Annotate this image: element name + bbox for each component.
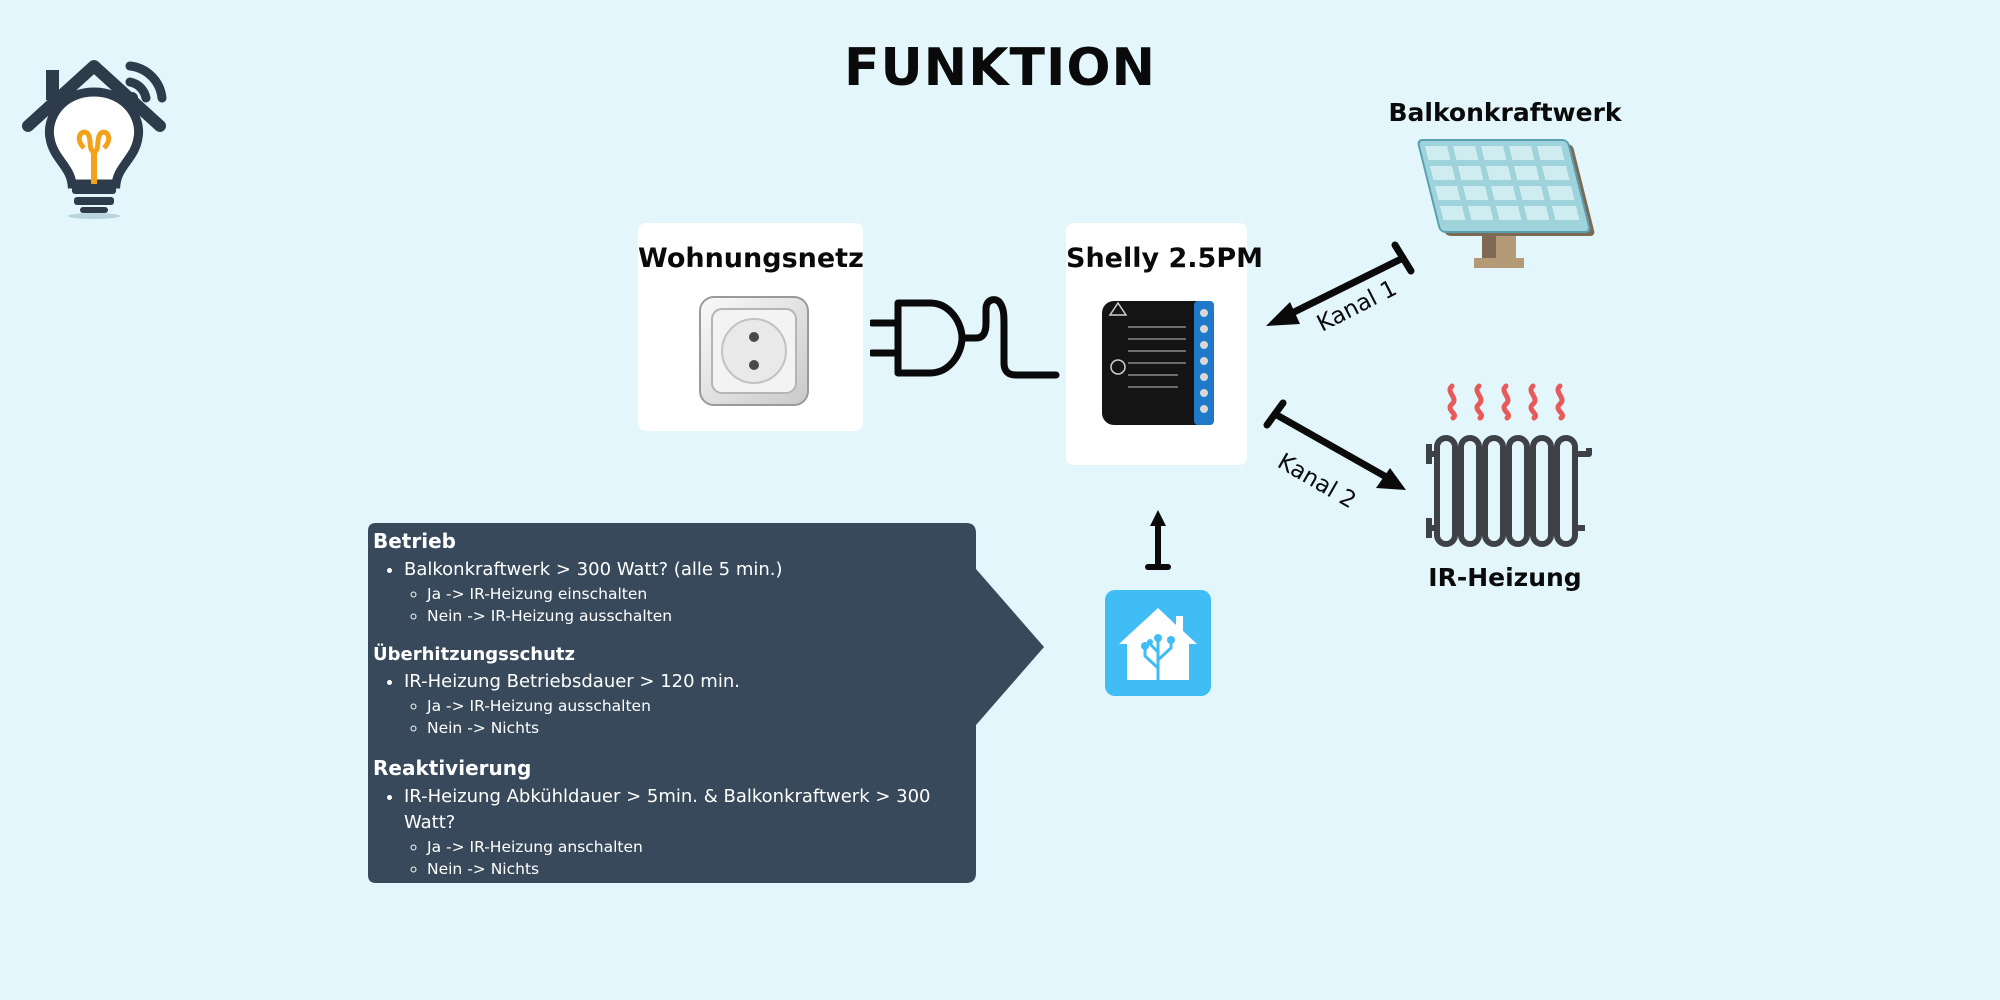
reaktivierung-sub-nein: Nein -> Nichts <box>427 858 973 880</box>
ueberhitzung-item-text: IR-Heizung Betriebsdauer > 120 min. <box>404 671 740 692</box>
kanal1-arrowhead <box>1266 302 1300 326</box>
betrieb-sub-nein: Nein -> IR-Heizung ausschalten <box>427 605 973 627</box>
wohnungsnetz-label: Wohnungsnetz <box>638 243 864 274</box>
betrieb-item-text: Balkonkraftwerk > 300 Watt? (alle 5 min.… <box>404 559 783 580</box>
wohnungsnetz-card: Wohnungsnetz <box>638 223 864 431</box>
balkonkraftwerk-label: Balkonkraftwerk <box>1388 98 1622 127</box>
home-assistant-arrow <box>1145 519 1171 570</box>
kanal1-arrow <box>1278 241 1415 322</box>
home-assistant-arrowhead <box>1150 510 1166 526</box>
page-title: FUNKTION <box>843 38 1157 98</box>
solar-panel-icon <box>1417 139 1595 268</box>
betrieb-sub-ja: Ja -> IR-Heizung einschalten <box>427 583 973 605</box>
betrieb-section: Betrieb Balkonkraftwerk > 300 Watt? (all… <box>373 529 973 627</box>
betrieb-title: Betrieb <box>373 529 456 553</box>
info-panel-background <box>368 523 1044 883</box>
reaktivierung-item: IR-Heizung Abkühldauer > 5min. & Balkonk… <box>404 784 973 880</box>
radiator-icon <box>1426 383 1592 547</box>
logic-info-panel: Betrieb Balkonkraftwerk > 300 Watt? (all… <box>368 523 1048 883</box>
reaktivierung-item-text: IR-Heizung Abkühldauer > 5min. & Balkonk… <box>404 786 931 833</box>
shelly-card: Shelly 2.5PM <box>1066 223 1263 465</box>
plug-cable-icon <box>870 296 1060 379</box>
shelly-label: Shelly 2.5PM <box>1066 243 1263 274</box>
ueberhitzung-sub-ja: Ja -> IR-Heizung ausschalten <box>427 695 973 717</box>
ueberhitzung-section: Überhitzungsschutz IR-Heizung Betriebsda… <box>373 644 973 739</box>
ueberhitzung-sub-nein: Nein -> Nichts <box>427 717 973 739</box>
shelly-module-icon <box>1102 301 1214 425</box>
smart-home-bulb-icon <box>22 60 167 219</box>
reaktivierung-title: Reaktivierung <box>373 756 532 780</box>
power-socket-icon <box>699 296 809 406</box>
kanal2-arrowhead <box>1376 468 1406 490</box>
reaktivierung-section: Reaktivierung IR-Heizung Abkühldauer > 5… <box>373 756 973 880</box>
kanal2-arrow <box>1263 399 1392 482</box>
ueberhitzung-item: IR-Heizung Betriebsdauer > 120 min. Ja -… <box>404 669 973 739</box>
home-assistant-icon <box>1105 590 1211 696</box>
ueberhitzung-title: Überhitzungsschutz <box>373 644 575 665</box>
reaktivierung-sub-ja: Ja -> IR-Heizung anschalten <box>427 836 973 858</box>
betrieb-item: Balkonkraftwerk > 300 Watt? (alle 5 min.… <box>404 557 973 627</box>
heizung-label: IR-Heizung <box>1428 563 1582 592</box>
